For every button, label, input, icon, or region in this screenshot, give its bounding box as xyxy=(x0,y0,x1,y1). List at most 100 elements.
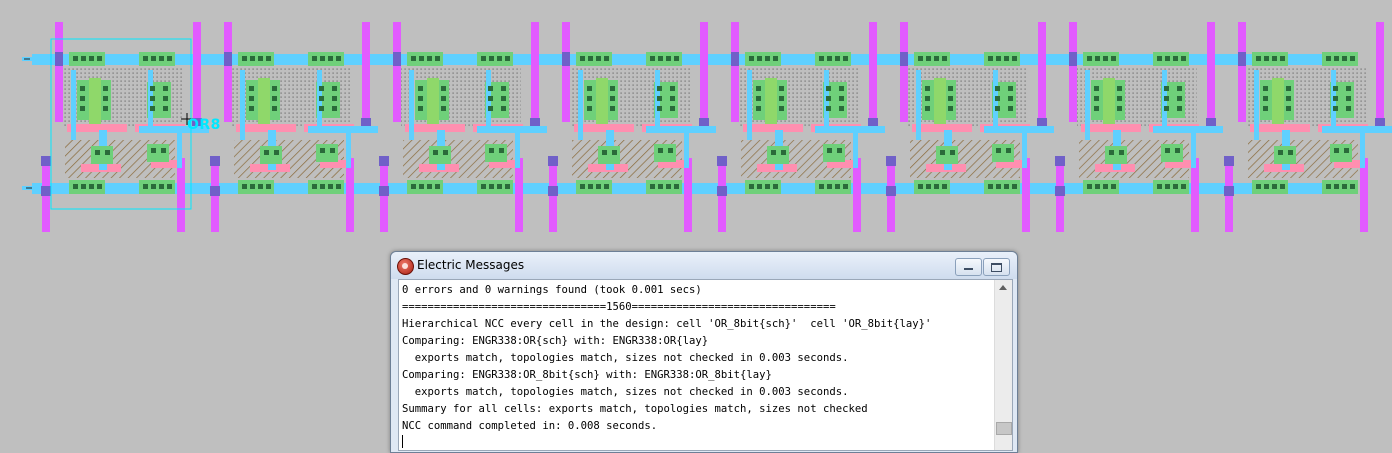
layout-canvas[interactable] xyxy=(0,0,1392,240)
via xyxy=(379,156,389,166)
contact-cut xyxy=(81,184,86,189)
minimize-button[interactable] xyxy=(955,258,982,276)
poly-gate xyxy=(264,78,270,124)
contact-cut xyxy=(1004,56,1009,61)
poly-route xyxy=(489,160,519,168)
contact-cut xyxy=(612,150,617,155)
poly-route xyxy=(1081,124,1141,132)
contact-cut xyxy=(757,184,762,189)
messages-window-titlebar[interactable]: Electric Messages xyxy=(391,252,1017,279)
contact-cut xyxy=(274,150,279,155)
contact-cut xyxy=(319,86,324,91)
contact-cut xyxy=(80,96,85,101)
contact-cut xyxy=(765,56,770,61)
contact-cut xyxy=(320,148,325,153)
contact-cut xyxy=(151,56,156,61)
contact-cut xyxy=(1165,184,1170,189)
contact-cut xyxy=(756,96,761,101)
contact-cut xyxy=(332,96,337,101)
contact-cut xyxy=(80,86,85,91)
contact-cut xyxy=(443,150,448,155)
contact-cut xyxy=(1333,86,1338,91)
contact-cut xyxy=(1278,150,1283,155)
metal2-strap xyxy=(346,158,354,232)
messages-text-area[interactable]: 0 errors and 0 warnings found (took 0.00… xyxy=(398,279,1013,451)
contact-cut xyxy=(441,86,446,91)
contact-cut xyxy=(779,106,784,111)
contact-cut xyxy=(242,184,247,189)
contact-cut xyxy=(826,106,831,111)
metal1-route xyxy=(1085,70,1090,140)
metal1-route xyxy=(240,70,245,140)
contact-cut xyxy=(843,56,848,61)
messages-log: 0 errors and 0 warnings found (took 0.00… xyxy=(402,282,992,452)
contact-cut xyxy=(781,150,786,155)
poly-route xyxy=(996,160,1026,168)
via xyxy=(1224,186,1234,196)
contact-cut xyxy=(418,96,423,101)
contact-cut xyxy=(666,56,671,61)
metal1-output xyxy=(1322,126,1392,133)
contact-cut xyxy=(1165,56,1170,61)
vertical-scrollbar[interactable] xyxy=(994,280,1012,450)
contact-cut xyxy=(320,184,325,189)
contact-cut xyxy=(1272,56,1277,61)
contact-cut xyxy=(150,96,155,101)
contact-cut xyxy=(1256,184,1261,189)
maximize-button[interactable] xyxy=(983,258,1010,276)
messages-window[interactable]: Electric Messages 0 errors and 0 warning… xyxy=(390,251,1018,453)
contact-cut xyxy=(97,56,102,61)
contact-cut xyxy=(1272,184,1277,189)
contact-cut xyxy=(497,56,502,61)
message-line: Comparing: ENGR338:OR{sch} with: ENGR338… xyxy=(402,335,709,347)
contact-cut xyxy=(749,184,754,189)
contact-cut xyxy=(249,86,254,91)
contact-cut xyxy=(839,86,844,91)
contact-cut xyxy=(336,56,341,61)
metal2-strap xyxy=(1022,158,1030,232)
contact-cut xyxy=(266,184,271,189)
poly-route xyxy=(1165,160,1195,168)
contact-cut xyxy=(1280,56,1285,61)
contact-cut xyxy=(1006,148,1011,153)
contact-cut xyxy=(843,184,848,189)
via xyxy=(886,156,896,166)
contact-cut xyxy=(150,106,155,111)
contact-cut xyxy=(143,56,148,61)
via xyxy=(379,186,389,196)
contact-cut xyxy=(940,150,945,155)
contact-cut xyxy=(1175,148,1180,153)
metal2-strap xyxy=(1376,22,1384,122)
contact-cut xyxy=(249,96,254,101)
via xyxy=(717,156,727,166)
contact-cut xyxy=(668,148,673,153)
pdiff-contact-strip xyxy=(576,52,612,66)
contact-cut xyxy=(1342,184,1347,189)
via xyxy=(41,156,51,166)
ndiff-contact-strip xyxy=(477,180,513,194)
metal2-strap xyxy=(700,22,708,122)
message-line: Comparing: ENGR338:OR_8bit{sch} with: EN… xyxy=(402,369,772,381)
contact-cut xyxy=(272,106,277,111)
contact-cut xyxy=(602,150,607,155)
contact-cut xyxy=(151,148,156,153)
scroll-up-arrow-icon[interactable] xyxy=(999,285,1007,290)
contact-cut xyxy=(827,184,832,189)
contact-cut xyxy=(839,106,844,111)
scrollbar-thumb[interactable] xyxy=(996,422,1012,435)
contact-cut xyxy=(501,106,506,111)
contact-cut xyxy=(773,184,778,189)
contact-cut xyxy=(1263,96,1268,101)
contact-cut xyxy=(1346,86,1351,91)
contact-cut xyxy=(1111,56,1116,61)
metal1-route xyxy=(346,128,351,168)
contact-cut xyxy=(1103,56,1108,61)
contact-cut xyxy=(826,96,831,101)
poly-route xyxy=(574,124,634,132)
contact-cut xyxy=(1177,96,1182,101)
contact-cut xyxy=(435,56,440,61)
pdiff-contact-strip xyxy=(407,52,443,66)
message-line: ================================1560====… xyxy=(402,301,836,313)
contact-cut xyxy=(1346,106,1351,111)
contact-cut xyxy=(925,96,930,101)
